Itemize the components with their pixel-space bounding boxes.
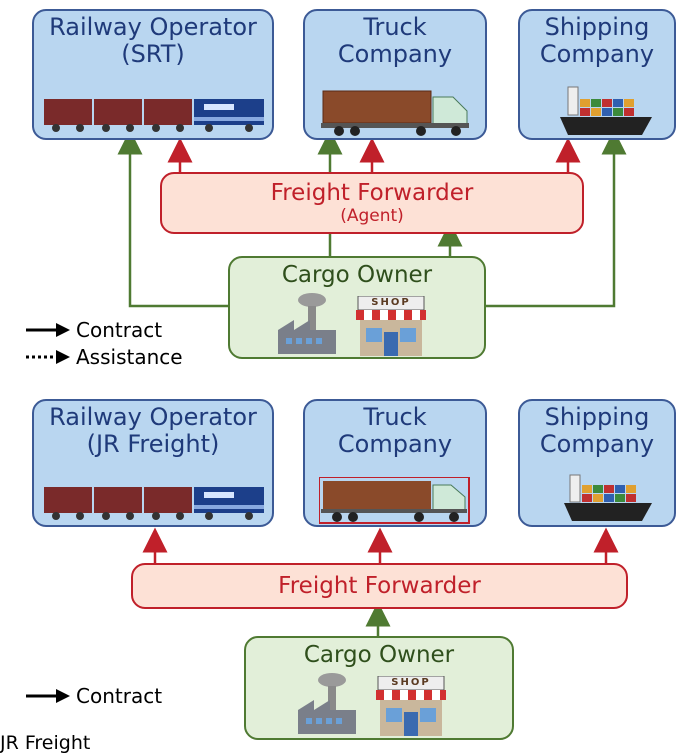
container-ship-icon [564, 474, 652, 521]
container-ship-icon [560, 86, 652, 135]
shop-sign: SHOP [371, 297, 411, 308]
truck-icon [321, 90, 469, 136]
cargo-owner-b-box: Cargo Owner SHOP [244, 636, 514, 740]
dotted-arrow-icon [26, 350, 70, 364]
freight-forwarder-b-title: Freight Forwarder [278, 573, 481, 599]
cargo-owner-box: Cargo Owner SHOP [228, 256, 486, 359]
freight-forwarder-subtitle: (Agent) [340, 206, 404, 226]
factory-icon [278, 293, 336, 354]
railway-operator-jr-box: Railway Operator(JR Freight) [32, 399, 274, 527]
cargo-owner-b-title: Cargo Owner [303, 642, 455, 668]
truck-icon [319, 477, 470, 524]
legend-contract-b: Contract [26, 684, 162, 708]
solid-arrow-icon [26, 323, 70, 337]
factory-icon [298, 673, 356, 734]
shop-sign: SHOP [391, 677, 431, 688]
shop-icon: SHOP [376, 676, 446, 736]
shop-icon: SHOP [356, 296, 426, 356]
freight-train-icon [44, 487, 264, 520]
contract-line-owner-shipping [485, 129, 627, 308]
freight-forwarder-agent-box: Freight Forwarder (Agent) [160, 172, 584, 234]
contract-line-owner-railway [117, 129, 230, 308]
freight-forwarder-title: Freight Forwarder [270, 180, 474, 206]
freight-forwarder-b-box: Freight Forwarder [131, 563, 628, 609]
legend-assistance: Assistance [26, 345, 183, 369]
railway-operator-box: Railway Operator(SRT) [32, 9, 274, 140]
cargo-owner-title: Cargo Owner [281, 262, 433, 288]
solid-arrow-icon [26, 689, 70, 703]
freight-train-icon [44, 99, 264, 132]
partial-caption: JR Freight [0, 732, 91, 754]
railway-operator-jr-title: Railway Operator(JR Freight) [49, 403, 257, 458]
railway-operator-title: Railway Operator(SRT) [49, 13, 257, 68]
legend-contract: Contract [26, 318, 162, 342]
